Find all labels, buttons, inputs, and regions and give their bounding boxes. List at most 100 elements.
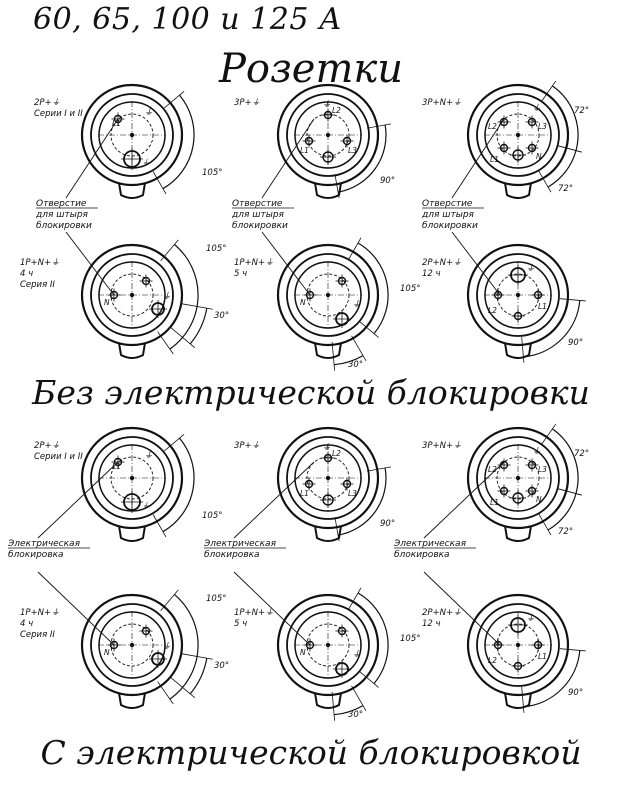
socket-type-label: 1P+N+⏚ [20,608,60,618]
socket-outer-ring [466,243,570,347]
dimension-arc [547,150,577,188]
extension-line [351,335,367,362]
socket-type-label: Серии I и II [34,452,83,462]
pin-label: N [300,648,306,657]
socket-drawing: N⏚105°30°1P+N+⏚5 ч [234,237,420,371]
dimension-arc [337,467,387,536]
center-point [515,642,521,648]
angle-label: 105° [202,168,222,178]
hole-label: для штыря [35,210,89,220]
extension-line [348,587,362,610]
leader-line [233,461,315,539]
socket-inner-ring [476,93,560,177]
pin-label: N [536,152,542,161]
angle-label: 105° [206,594,226,604]
socket-inner-ring [476,253,560,337]
dimension-arc [189,658,208,695]
angle-label: 105° [206,244,226,254]
extension-line [170,327,196,349]
pin-label: L1 [300,489,309,498]
socket-key-tab [118,692,146,709]
socket-inner-ring [286,253,370,337]
extension-line [521,336,525,363]
socket-key-tab [504,182,532,199]
center-point [515,132,521,138]
socket-outer-ring [466,593,570,697]
hole-label: блокировки [36,221,92,231]
extension-line [152,514,167,538]
angle-label: 72° [574,449,589,459]
extension-line [367,123,392,129]
extension-line [164,433,185,452]
leader-line [423,461,505,539]
angle-label: 90° [568,338,583,348]
angle-label: 105° [400,634,420,644]
pin-label: ⏚ [142,501,150,510]
ground-symbol-icon: ⏚ [162,641,171,652]
socket-outer-ring [276,426,380,530]
socket-drawing: L1⏚⏚105°2P+⏚Серии I и II [34,83,222,199]
socket-key-tab [504,692,532,709]
socket-inner-ring [286,93,370,177]
pin-label: N [300,298,306,307]
extension-line [538,513,552,536]
socket-type-label: 3P+N+⏚ [422,441,462,451]
extension-line [157,681,174,705]
dimension-arc [169,243,199,350]
center-point [129,642,135,648]
extension-line [541,80,557,102]
angle-label: 30° [348,710,363,720]
socket-inner-ring [286,436,370,520]
hole-label: Отверстие [422,199,473,209]
ground-symbol-icon: ⏚ [144,107,153,118]
socket-key-tab [118,525,146,542]
leader-line [451,118,505,199]
extension-line [359,670,379,688]
socket-type-label: 1P+N+⏚ [234,608,274,618]
socket-outer-ring [276,593,380,697]
socket-key-tab [314,342,342,359]
hole-label: блокировки [232,221,288,231]
socket-type-label: 4 ч [20,269,33,279]
socket-outer-ring [466,426,570,530]
hole-label: Электрическая [7,539,81,549]
socket-type-label: 3P+N+⏚ [422,98,462,108]
extension-line [164,90,185,109]
hole-label: для штыря [421,210,475,220]
angle-label: 30° [214,661,229,671]
pin-label: L2 [488,306,497,315]
extension-line [557,145,582,153]
pin-label: ⏚ [142,158,150,167]
ground-symbol-icon: ⏚ [322,99,331,110]
pin-label: N [536,495,542,504]
leader-line [451,231,501,296]
current-ratings-header: 60, 65, 100 и 125 А [33,2,343,37]
pin-label: L3 [538,122,547,131]
extension-line [359,320,379,338]
angle-label: 90° [380,519,395,529]
pin-label: L2 [488,465,497,474]
extension-line [331,691,336,721]
socket-type-label: 1P+N+⏚ [20,258,60,268]
dimension-arc [357,592,389,684]
pin-label: L2 [332,106,341,115]
extension-line [557,488,582,496]
socket-drawing: N⏚105°30°1P+N+⏚5 ч [234,587,420,721]
socket-type-label: 3P+⏚ [234,98,260,108]
center-point [325,292,331,298]
dimension-arc [523,300,581,358]
ground-symbol-icon: ⏚ [526,263,535,274]
dimension-arc [523,650,581,708]
socket-type-label: 5 ч [234,619,247,629]
socket-type-label: 5 ч [234,269,247,279]
center-point [129,475,135,481]
section1-title: Без электрической блокировки [32,373,590,412]
dimension-arc [552,85,579,151]
ground-symbol-icon: ⏚ [144,450,153,461]
pin-label: L2 [488,656,497,665]
socket-inner-ring [90,253,174,337]
socket-key-tab [118,342,146,359]
